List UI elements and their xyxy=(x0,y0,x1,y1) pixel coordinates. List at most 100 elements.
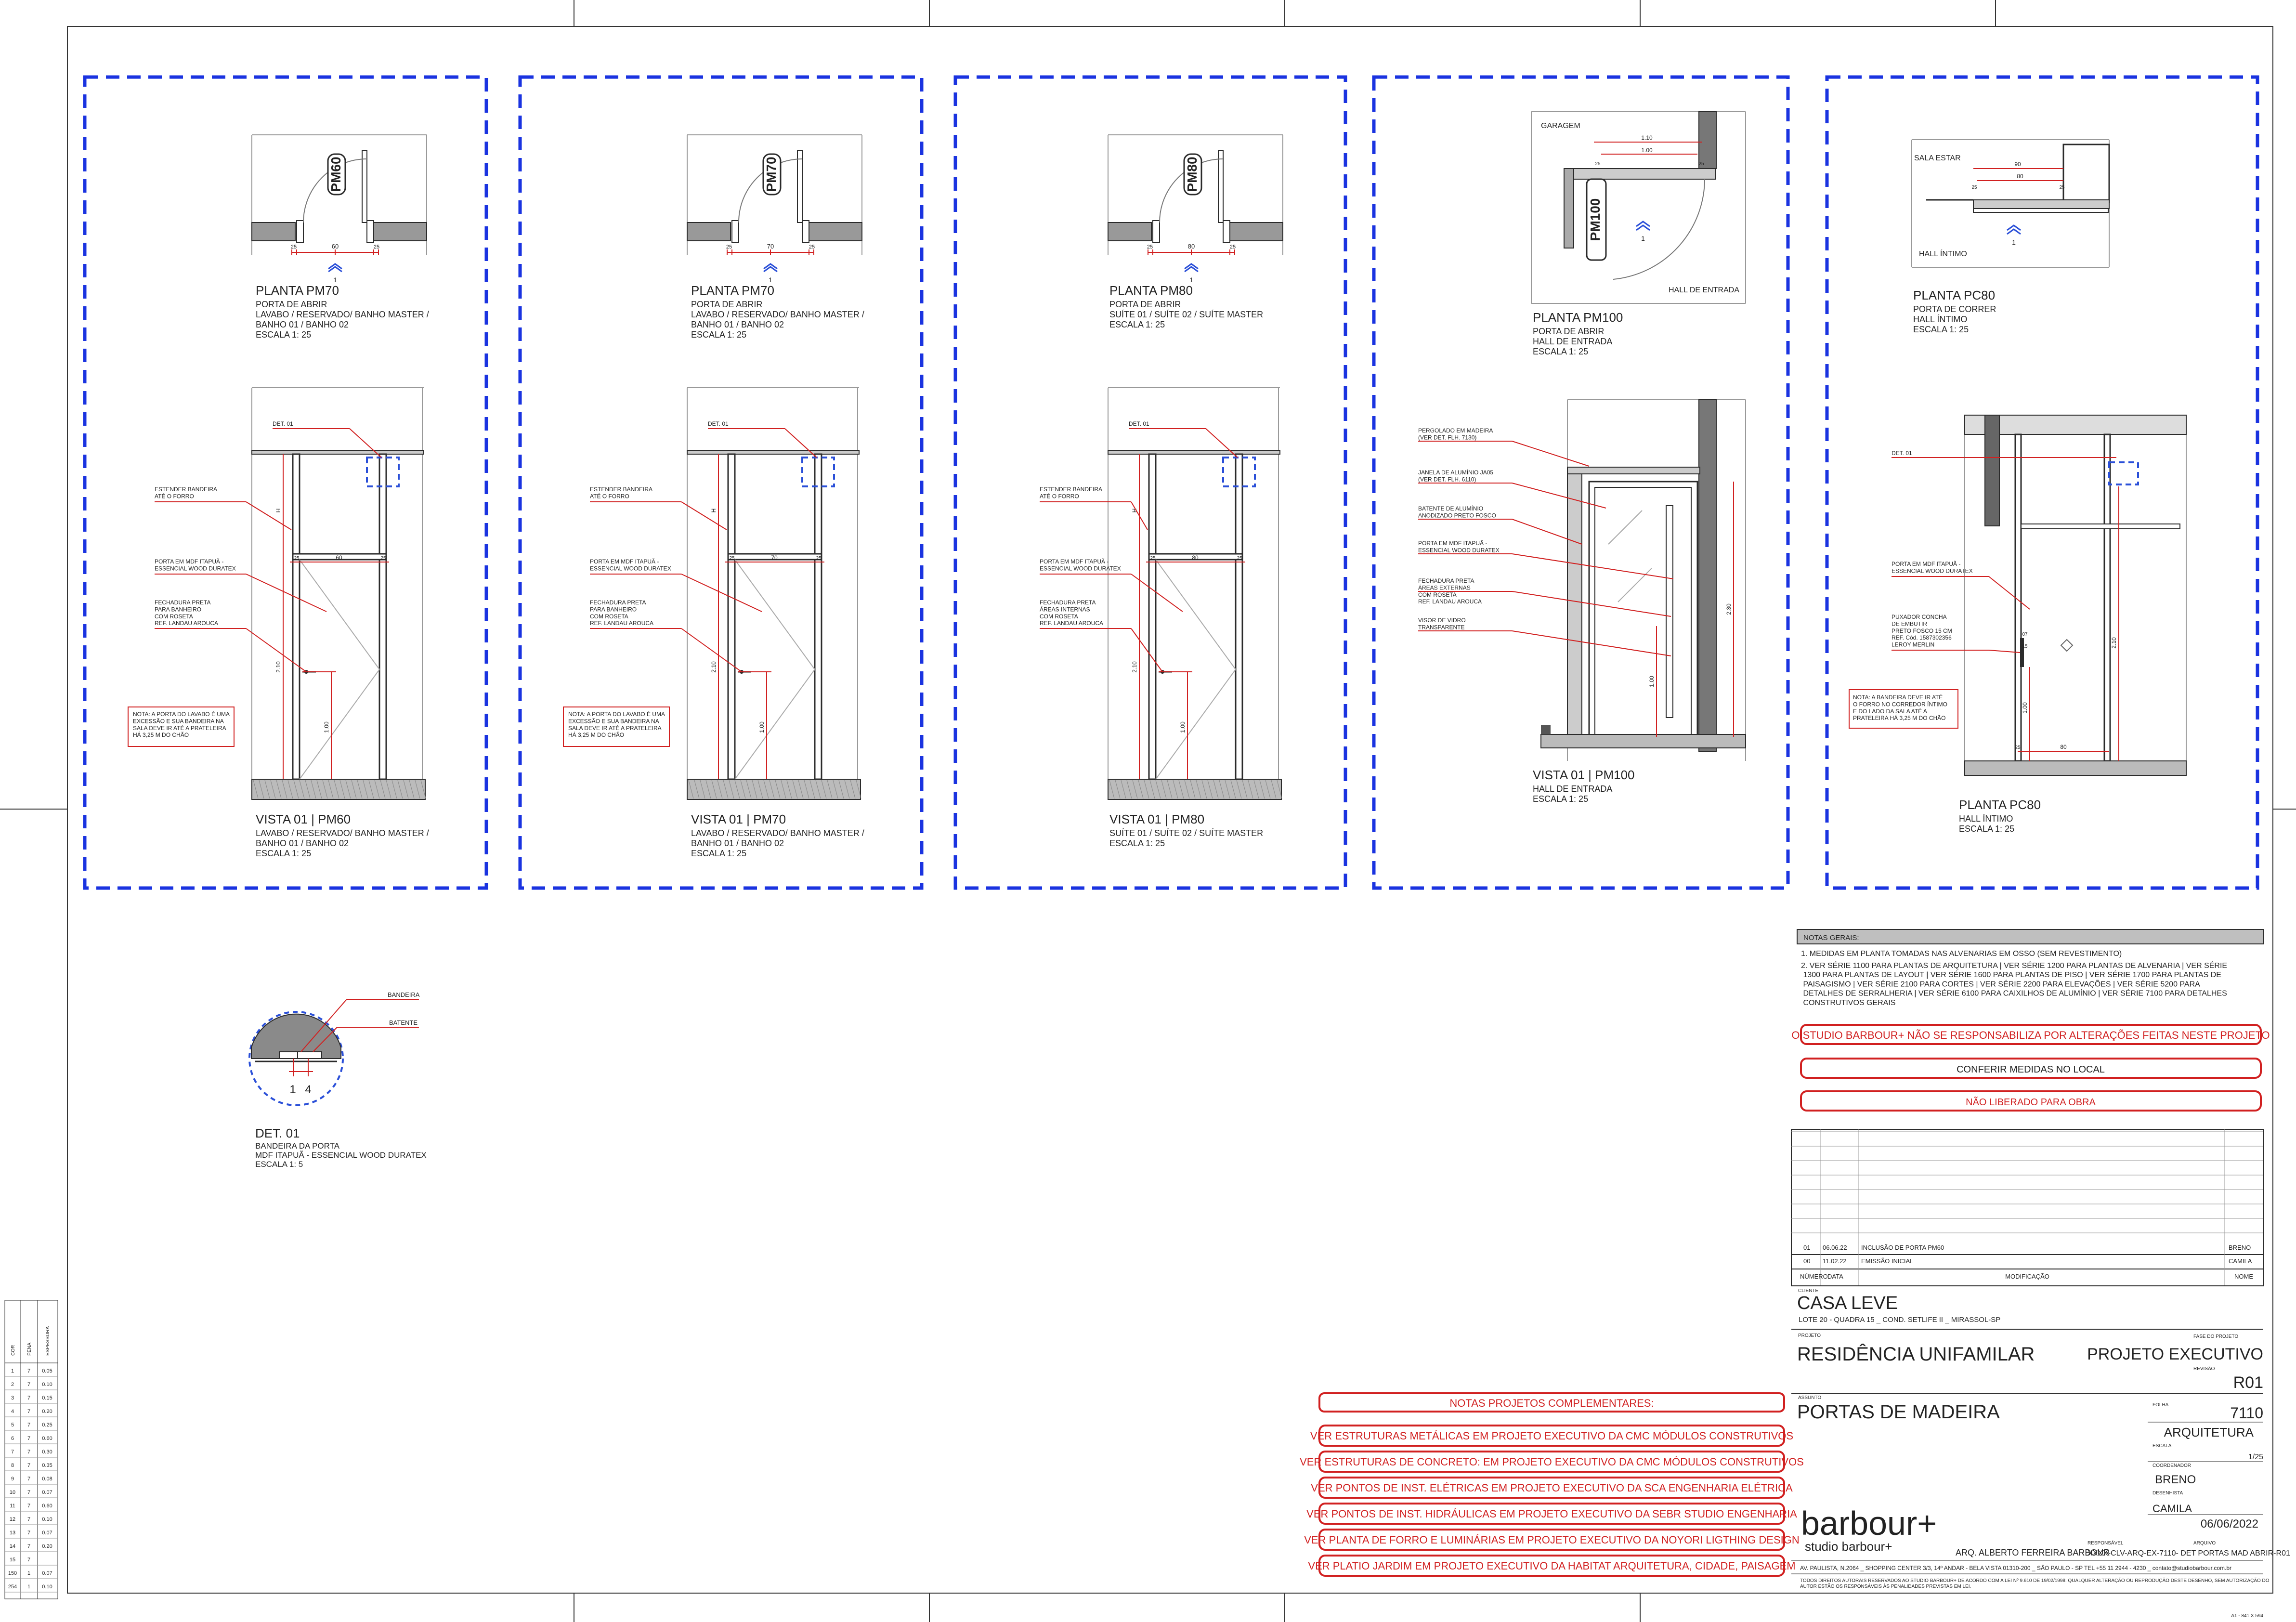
pen-table-cell: 8 xyxy=(11,1463,14,1468)
project-name: RESIDÊNCIA UNIFAMILAR xyxy=(1797,1343,2035,1365)
leader-line xyxy=(1131,574,1183,612)
floor-hatch xyxy=(276,780,282,799)
pen-table-cell: 15 xyxy=(10,1557,15,1563)
elev-caption: HALL DE ENTRADA xyxy=(1533,784,1612,794)
floor-hatch xyxy=(415,780,420,799)
comp-note-box xyxy=(1318,1503,1785,1525)
field-label: DESENHISTA xyxy=(2152,1491,2183,1496)
elev-caption: BANHO 01 / BANHO 02 xyxy=(691,838,784,848)
section-marker xyxy=(1636,221,1650,231)
floor-hatch xyxy=(1248,780,1253,799)
door-jamb xyxy=(802,220,809,243)
door-tag-text: PM60 xyxy=(328,157,343,192)
ceiling xyxy=(687,450,860,455)
elev-caption: ESCALA 1: 25 xyxy=(1109,838,1165,848)
panel-frame-2 xyxy=(518,75,924,890)
annotation-text: PERGOLADO EM MADEIRA(VER DET. FLH. 7130) xyxy=(1418,427,1493,441)
field-label: CLIENTE xyxy=(1798,1288,1819,1294)
annotation-text: PORTA EM MDF ITAPUÃ -ESSENCIAL WOOD DURA… xyxy=(1418,540,1500,553)
pen-table-cell: 4 xyxy=(11,1409,14,1414)
door-frame-right xyxy=(378,453,387,780)
floor-hatch xyxy=(1173,780,1178,799)
swing-indicator xyxy=(1155,669,1236,780)
ceiling xyxy=(1964,415,2187,435)
door-head xyxy=(1148,553,1243,561)
recessed-pull xyxy=(2020,638,2024,667)
floor-hatch xyxy=(757,780,763,799)
field-label: RESPONSÁVEL xyxy=(2087,1540,2124,1546)
detail-callout xyxy=(366,457,400,487)
comp-note-text: VER PLANTA DE FORRO E LUMINÁRIAS EM PROJ… xyxy=(1304,1534,1799,1546)
floor-hatch xyxy=(1144,780,1149,799)
revision-num: 00 xyxy=(1803,1257,1810,1265)
pen-table-cell: 9 xyxy=(11,1476,14,1482)
client-address: LOTE 20 - QUADRA 15 _ COND. SETLIFE II _… xyxy=(1799,1316,2000,1324)
floor-hatch xyxy=(746,780,752,799)
pen-table-cell: 0.07 xyxy=(42,1570,52,1576)
floor-step xyxy=(1541,725,1551,734)
dim-value: 2.30 xyxy=(1725,603,1732,615)
floor-hatch xyxy=(763,780,769,799)
leader-line xyxy=(681,628,742,672)
plan-caption: PORTA DE CORRER xyxy=(1913,304,1996,314)
floor-hatch xyxy=(1161,780,1167,799)
dim-value: 25 xyxy=(1147,244,1153,250)
dim-value: 4 xyxy=(305,1083,311,1096)
panel-frame-3 xyxy=(953,75,1347,890)
subject-name: PORTAS DE MADEIRA xyxy=(1797,1401,2000,1423)
floor-hatch xyxy=(316,780,322,799)
floor-hatch xyxy=(1225,780,1230,799)
dim-value: 25 xyxy=(1971,185,1977,190)
floor-hatch xyxy=(345,780,351,799)
swing-indicator xyxy=(734,559,815,670)
plan-caption: PORTA DE ABRIR xyxy=(691,300,762,309)
handle-mark xyxy=(2060,639,2074,652)
pen-table-cell: 0.30 xyxy=(42,1449,52,1455)
dim-value: 25 xyxy=(380,556,386,561)
leader-line xyxy=(1988,576,2030,610)
plan-caption: ESCALA 1: 25 xyxy=(256,330,311,340)
floor-hatch xyxy=(357,780,363,799)
client-name: CASA LEVE xyxy=(1797,1293,1898,1313)
pen-table-cell: 7 xyxy=(27,1368,30,1374)
panel-frame-4 xyxy=(1372,75,1790,890)
door-leaf xyxy=(797,150,803,223)
floor-hatch xyxy=(380,780,386,799)
floor-hatch xyxy=(1167,780,1173,799)
warning-text: O STUDIO BARBOUR+ NÃO SE RESPONSABILIZA … xyxy=(1791,1029,2270,1041)
leader-line xyxy=(681,501,727,530)
floor-hatch xyxy=(1132,780,1138,799)
pen-table-cell: 1 xyxy=(11,1368,14,1374)
notes-header xyxy=(1797,929,2264,944)
floor-hatch xyxy=(1265,780,1271,799)
leader-line xyxy=(1512,591,1671,617)
floor-hatch xyxy=(1207,780,1213,799)
elev-caption: ESCALA 1: 25 xyxy=(691,849,746,858)
dim-value: 1.00 xyxy=(1648,676,1655,687)
detail-title: DET. 01 xyxy=(255,1126,300,1140)
section-marker xyxy=(763,266,778,273)
floor-hatch xyxy=(711,780,717,799)
glass-visor xyxy=(1666,505,1673,718)
annotation-text: BANDEIRA xyxy=(388,991,420,998)
floor-hatch xyxy=(403,780,409,799)
elev-caption: BANHO 01 / BANHO 02 xyxy=(256,838,349,848)
glass-hatch xyxy=(1608,510,1643,545)
dim-value: 25 xyxy=(729,556,735,561)
pen-table-cell: 3 xyxy=(11,1395,14,1401)
contact-info: AV. PAULISTA, N.2064 _ SHOPPING CENTER 3… xyxy=(1800,1565,2231,1571)
field-label: ESCALA xyxy=(2152,1443,2172,1449)
project-revision: R01 xyxy=(2233,1373,2263,1392)
plan-title: PLANTA PM80 xyxy=(1109,283,1193,298)
revision-name: CAMILA xyxy=(2229,1257,2252,1265)
section-number: 1 xyxy=(1641,235,1645,242)
annotation-text: PORTA EM MDF ITAPUÃ -ESSENCIAL WOOD DURA… xyxy=(1892,561,1973,574)
batente-section xyxy=(297,1051,322,1059)
dim-value: 80 xyxy=(1192,554,1199,561)
